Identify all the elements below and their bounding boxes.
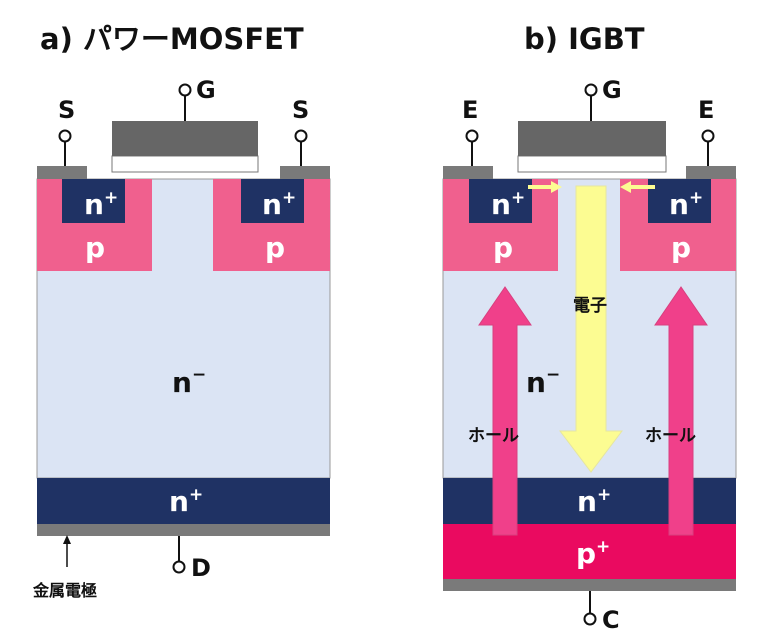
igbt-drift-label: n− bbox=[526, 365, 560, 399]
electrode-note-label: 金属電極 bbox=[32, 581, 97, 600]
mosfet-drift-label: n− bbox=[172, 365, 206, 399]
igbt-gate-terminal bbox=[584, 83, 598, 97]
mosfet-source-pad-left bbox=[37, 166, 87, 179]
igbt-emitter-label-right: E bbox=[698, 96, 714, 124]
igbt-emitter-terminal-right bbox=[701, 129, 715, 143]
mosfet-gate-terminal bbox=[178, 83, 192, 97]
hole-label-left: ホール bbox=[468, 426, 519, 446]
igbt-emitter-pad-right bbox=[686, 166, 736, 179]
mosfet-p-left-label: p bbox=[85, 231, 105, 264]
mosfet-nplus-right bbox=[241, 179, 304, 223]
igbt-nplus-left-label: n+ bbox=[491, 188, 525, 221]
igbt-emitter-pad-left bbox=[443, 166, 493, 179]
mosfet-title: a) パワーMOSFET bbox=[40, 22, 304, 56]
mosfet-source-terminal-right bbox=[294, 129, 308, 143]
mosfet-p-right-label: p bbox=[265, 231, 285, 264]
igbt-emitter-label-left: E bbox=[462, 96, 478, 124]
igbt-p-right-label: p bbox=[671, 231, 691, 264]
mosfet-nplus-left bbox=[62, 179, 125, 223]
igbt-emitter-terminal-left bbox=[465, 129, 479, 143]
igbt-collector-label: C bbox=[602, 606, 620, 634]
electron-arrow bbox=[558, 185, 624, 473]
igbt-title: b) IGBT bbox=[524, 22, 645, 56]
mosfet-gate-label: G bbox=[196, 76, 216, 104]
mosfet-nplus-substrate bbox=[37, 478, 330, 524]
igbt-pplus-collector-label: p+ bbox=[576, 537, 610, 570]
igbt-nplus-left bbox=[469, 179, 532, 223]
mosfet-nplus-left-label: n+ bbox=[84, 188, 118, 221]
mosfet-gate-oxide bbox=[111, 155, 259, 173]
igbt-gate-oxide bbox=[517, 155, 667, 173]
electron-channel-arrows bbox=[528, 181, 655, 193]
hole-arrow-left bbox=[478, 286, 532, 536]
mosfet-drain-terminal bbox=[172, 560, 186, 574]
mosfet-source-terminal-left bbox=[58, 129, 72, 143]
igbt-nplus-right bbox=[648, 179, 711, 223]
electron-label: 電子 bbox=[573, 296, 607, 316]
mosfet-source-label-right: S bbox=[292, 96, 309, 124]
igbt-nplus-buffer-label: n+ bbox=[577, 485, 611, 518]
igbt-nplus-right-label: n+ bbox=[669, 188, 703, 221]
hole-arrow-right bbox=[654, 286, 708, 536]
igbt-collector-terminal bbox=[583, 612, 597, 626]
igbt-panel: b) IGBT G bbox=[442, 22, 737, 634]
mosfet-source-label-left: S bbox=[58, 96, 75, 124]
mosfet-gate-electrode bbox=[112, 121, 258, 156]
igbt-collector-metal bbox=[443, 579, 736, 591]
electrode-pointer-arrowhead bbox=[63, 535, 71, 544]
mosfet-nplus-right-label: n+ bbox=[262, 188, 296, 221]
mosfet-drain-label: D bbox=[191, 554, 211, 582]
igbt-gate-electrode bbox=[518, 121, 666, 156]
mosfet-panel: a) パワーMOSFET G S S D n+ bbox=[32, 22, 331, 600]
electron-inflow-right-head bbox=[620, 181, 631, 193]
igbt-p-left-label: p bbox=[493, 231, 513, 264]
electron-inflow-left-head bbox=[551, 181, 562, 193]
mosfet-drain-metal bbox=[37, 524, 330, 536]
mosfet-source-pad-right bbox=[280, 166, 330, 179]
hole-label-right: ホール bbox=[645, 426, 696, 446]
igbt-gate-label: G bbox=[602, 76, 622, 104]
mosfet-nplus-substrate-label: n+ bbox=[169, 485, 203, 518]
